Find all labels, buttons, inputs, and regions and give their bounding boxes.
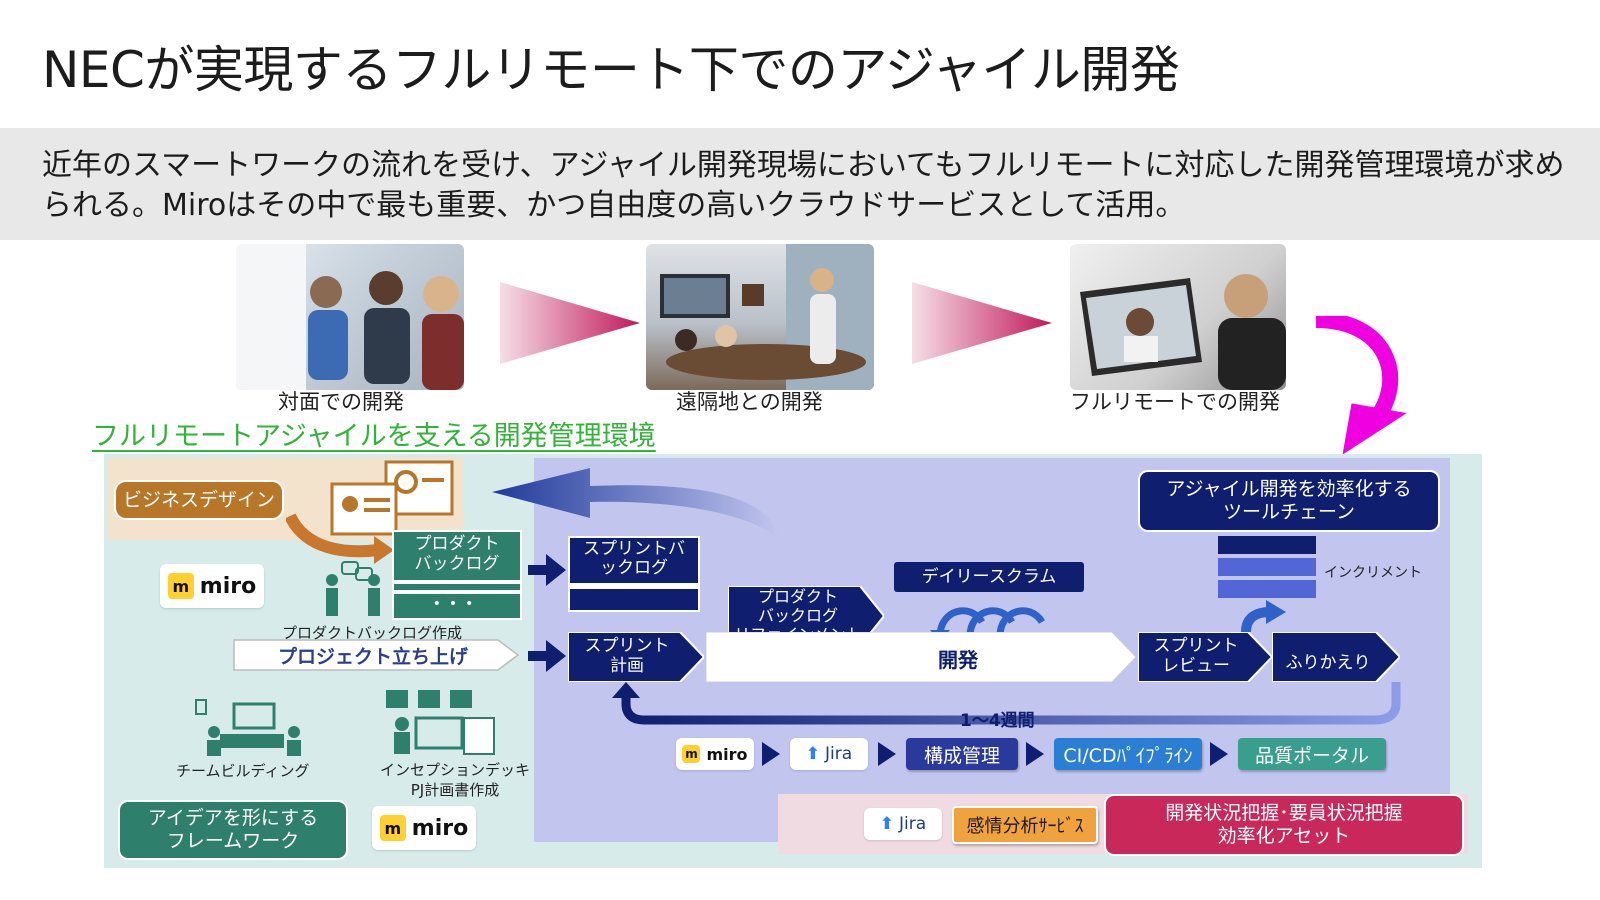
team-building-label: チームビルディング xyxy=(176,762,310,780)
miro-mark-icon: m xyxy=(167,573,194,599)
increment-block xyxy=(1218,558,1316,576)
stage-caption-1: 対面での開発 xyxy=(278,390,404,414)
discussion-people-icon xyxy=(326,561,380,616)
backlog-line xyxy=(570,583,698,589)
miro-wordmark: miro xyxy=(706,744,748,764)
backlog-creation-label: プロダクトバックログ作成 xyxy=(282,624,463,642)
stage-caption-2: 遠隔地との開発 xyxy=(676,390,823,414)
refinement-chevron xyxy=(728,586,884,646)
arrow-right-icon xyxy=(1210,742,1228,766)
development-arrow xyxy=(706,632,1136,682)
sprint-review-chevron xyxy=(1138,632,1272,682)
arrow-right-icon xyxy=(912,282,1052,364)
arrow-right-icon xyxy=(528,554,566,586)
tool-cicd: CI/CDﾊﾟｲﾌﾟﾗｲﾝ xyxy=(1054,738,1202,770)
increment-stack xyxy=(1218,536,1316,598)
remote-meeting-illustration xyxy=(660,244,874,390)
sprint-planning-chevron xyxy=(568,632,704,682)
lead-text: 近年のスマートワークの流れを受け、アジャイル開発現場においてもフルリモートに対応… xyxy=(42,148,1565,223)
sprint-backlog-label: スプリントバ ックログ xyxy=(583,539,685,578)
miro-wordmark: miro xyxy=(411,815,469,841)
lead-band xyxy=(0,128,1600,240)
full-remote-illustration xyxy=(1080,274,1286,390)
project-launch-arrow xyxy=(233,639,520,671)
tool-config-management: 構成管理 xyxy=(906,738,1018,770)
inception-workspace-icon xyxy=(386,690,495,755)
development-label: 開発 xyxy=(938,648,978,672)
flow-arrow-icon xyxy=(286,513,394,564)
daily-scrum-label: デイリースクラム xyxy=(894,562,1084,592)
backlog-dots: ••• xyxy=(432,596,482,612)
toolchain-label: アジャイル開発を効率化する ツールチェーン xyxy=(1138,470,1440,532)
miro-logo-framework: m miro xyxy=(372,806,476,850)
document-chart-icon xyxy=(330,460,454,536)
increment-block xyxy=(1218,580,1316,598)
photo-face-to-face xyxy=(236,244,464,390)
backlog-line xyxy=(394,590,520,594)
page-title: NECが実現するフルリモート下でのアジャイル開発 xyxy=(42,41,1180,99)
miro-mark-icon: m xyxy=(682,745,701,763)
asset-sentiment-service: 感情分析ｻｰﾋﾞｽ xyxy=(952,806,1098,844)
inception-label: インセプションデッキ PJ計画書作成 xyxy=(380,761,531,799)
face-to-face-illustration xyxy=(236,244,464,390)
miro-logo: m miro xyxy=(160,564,264,608)
tool-miro: m miro xyxy=(676,738,754,770)
feedback-curve-arrow xyxy=(492,468,780,540)
miro-wordmark: miro xyxy=(199,573,257,599)
team-meeting-icon xyxy=(195,699,301,756)
section-title: フルリモートアジャイルを支える開発管理環境 xyxy=(92,421,656,452)
arrow-right-icon xyxy=(1026,742,1044,766)
asset-jira: ⬆ Jira xyxy=(864,808,942,840)
increment-block xyxy=(1218,536,1316,554)
business-design-label: ビジネスデザイン xyxy=(114,480,284,520)
jira-wordmark: Jira xyxy=(825,744,853,764)
jira-icon: ⬆ xyxy=(879,814,895,834)
retrospective-chevron xyxy=(1272,632,1400,682)
curved-arrow-icon xyxy=(1315,316,1407,455)
increment-label: インクリメント xyxy=(1324,565,1422,581)
framework-label: アイデアを形にする フレームワーク xyxy=(118,800,348,860)
retrospective-label: ふりかえり xyxy=(1285,653,1371,673)
asset-status-efficiency: 開発状況把握･要員状況把握 効率化アセット xyxy=(1104,794,1464,856)
backlog-line xyxy=(394,580,520,584)
up-arrow-icon xyxy=(1241,600,1286,633)
sprint-backlog-card: スプリントバ ックログ xyxy=(568,536,700,612)
miro-mark-icon: m xyxy=(379,815,406,841)
jira-icon: ⬆ xyxy=(805,744,821,764)
arrow-right-icon xyxy=(500,282,640,364)
project-launch-label: プロジェクト立ち上げ xyxy=(278,646,469,668)
photo-remote-location xyxy=(646,244,874,390)
sprint-planning-label: スプリント 計画 xyxy=(584,636,670,676)
product-backlog-label: プロダクト バックログ xyxy=(414,534,500,574)
photo-full-remote xyxy=(1070,244,1286,390)
tool-jira: ⬆ Jira xyxy=(790,738,868,770)
arrow-right-icon xyxy=(528,640,566,672)
sprint-review-label: スプリント レビュー xyxy=(1153,636,1239,676)
arrow-right-icon xyxy=(878,742,896,766)
cycle-label: 1～4週間 xyxy=(960,711,1035,731)
product-backlog-card: プロダクト バックログ ••• xyxy=(392,530,522,620)
arrow-right-icon xyxy=(762,742,780,766)
jira-wordmark: Jira xyxy=(899,814,927,834)
stage-caption-3: フルリモートでの開発 xyxy=(1070,390,1280,414)
cycle-return-arrow xyxy=(612,682,1401,725)
tool-quality-portal: 品質ポータル xyxy=(1238,738,1386,770)
